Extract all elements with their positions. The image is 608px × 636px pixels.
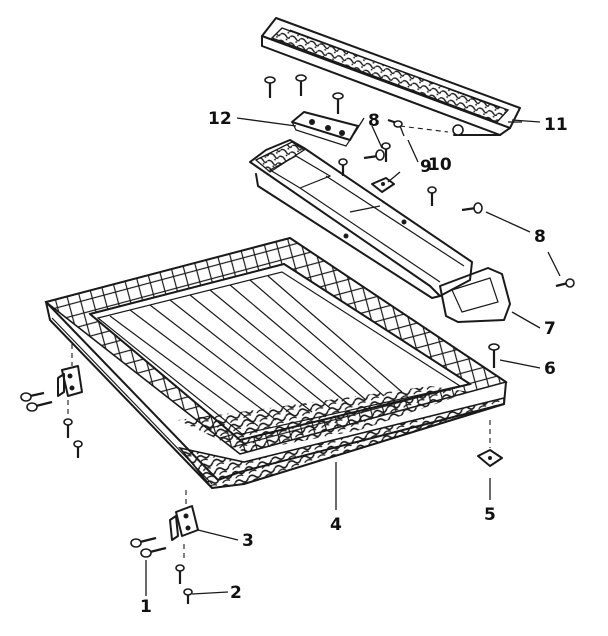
callout-6: 6 [544,359,556,379]
callout-4: 4 [330,515,342,535]
console-frame [249,139,473,299]
screw-handle [555,278,575,288]
callout-3: 3 [242,531,254,551]
leader-lines [145,117,561,596]
screw-rail-1 [427,186,437,206]
callout-1: 1 [140,597,152,617]
backguard-panel [261,17,521,136]
hinge-clip [371,177,395,193]
hinge-lower [169,490,199,541]
screws-upper-left [20,391,83,458]
callout-labels: 12 8 9 10 11 8 7 6 5 4 3 2 1 [140,109,568,617]
callout-9: 9 [420,157,432,177]
handle-endcap [439,267,511,323]
callout-8-lower: 8 [534,227,546,247]
screw-8-lower [461,202,483,214]
callout-10: 10 [428,155,452,175]
hinge-upper-left [57,344,83,397]
bracket-plate [291,111,359,147]
callout-8-top: 8 [368,111,380,131]
lid-panel [44,237,508,489]
screw-top-2 [295,74,307,96]
screw-top-3 [332,92,344,114]
screw-top-1 [264,76,276,98]
callout-7: 7 [544,319,556,339]
callout-2: 2 [230,583,242,603]
callout-5: 5 [484,505,496,525]
bumper-pad [477,420,503,467]
callout-12: 12 [208,109,232,129]
screw-6 [488,343,500,368]
screw-8-upper [338,142,391,176]
screw-backguard [387,118,449,133]
screws-lower [130,536,193,604]
callout-11: 11 [544,115,568,135]
